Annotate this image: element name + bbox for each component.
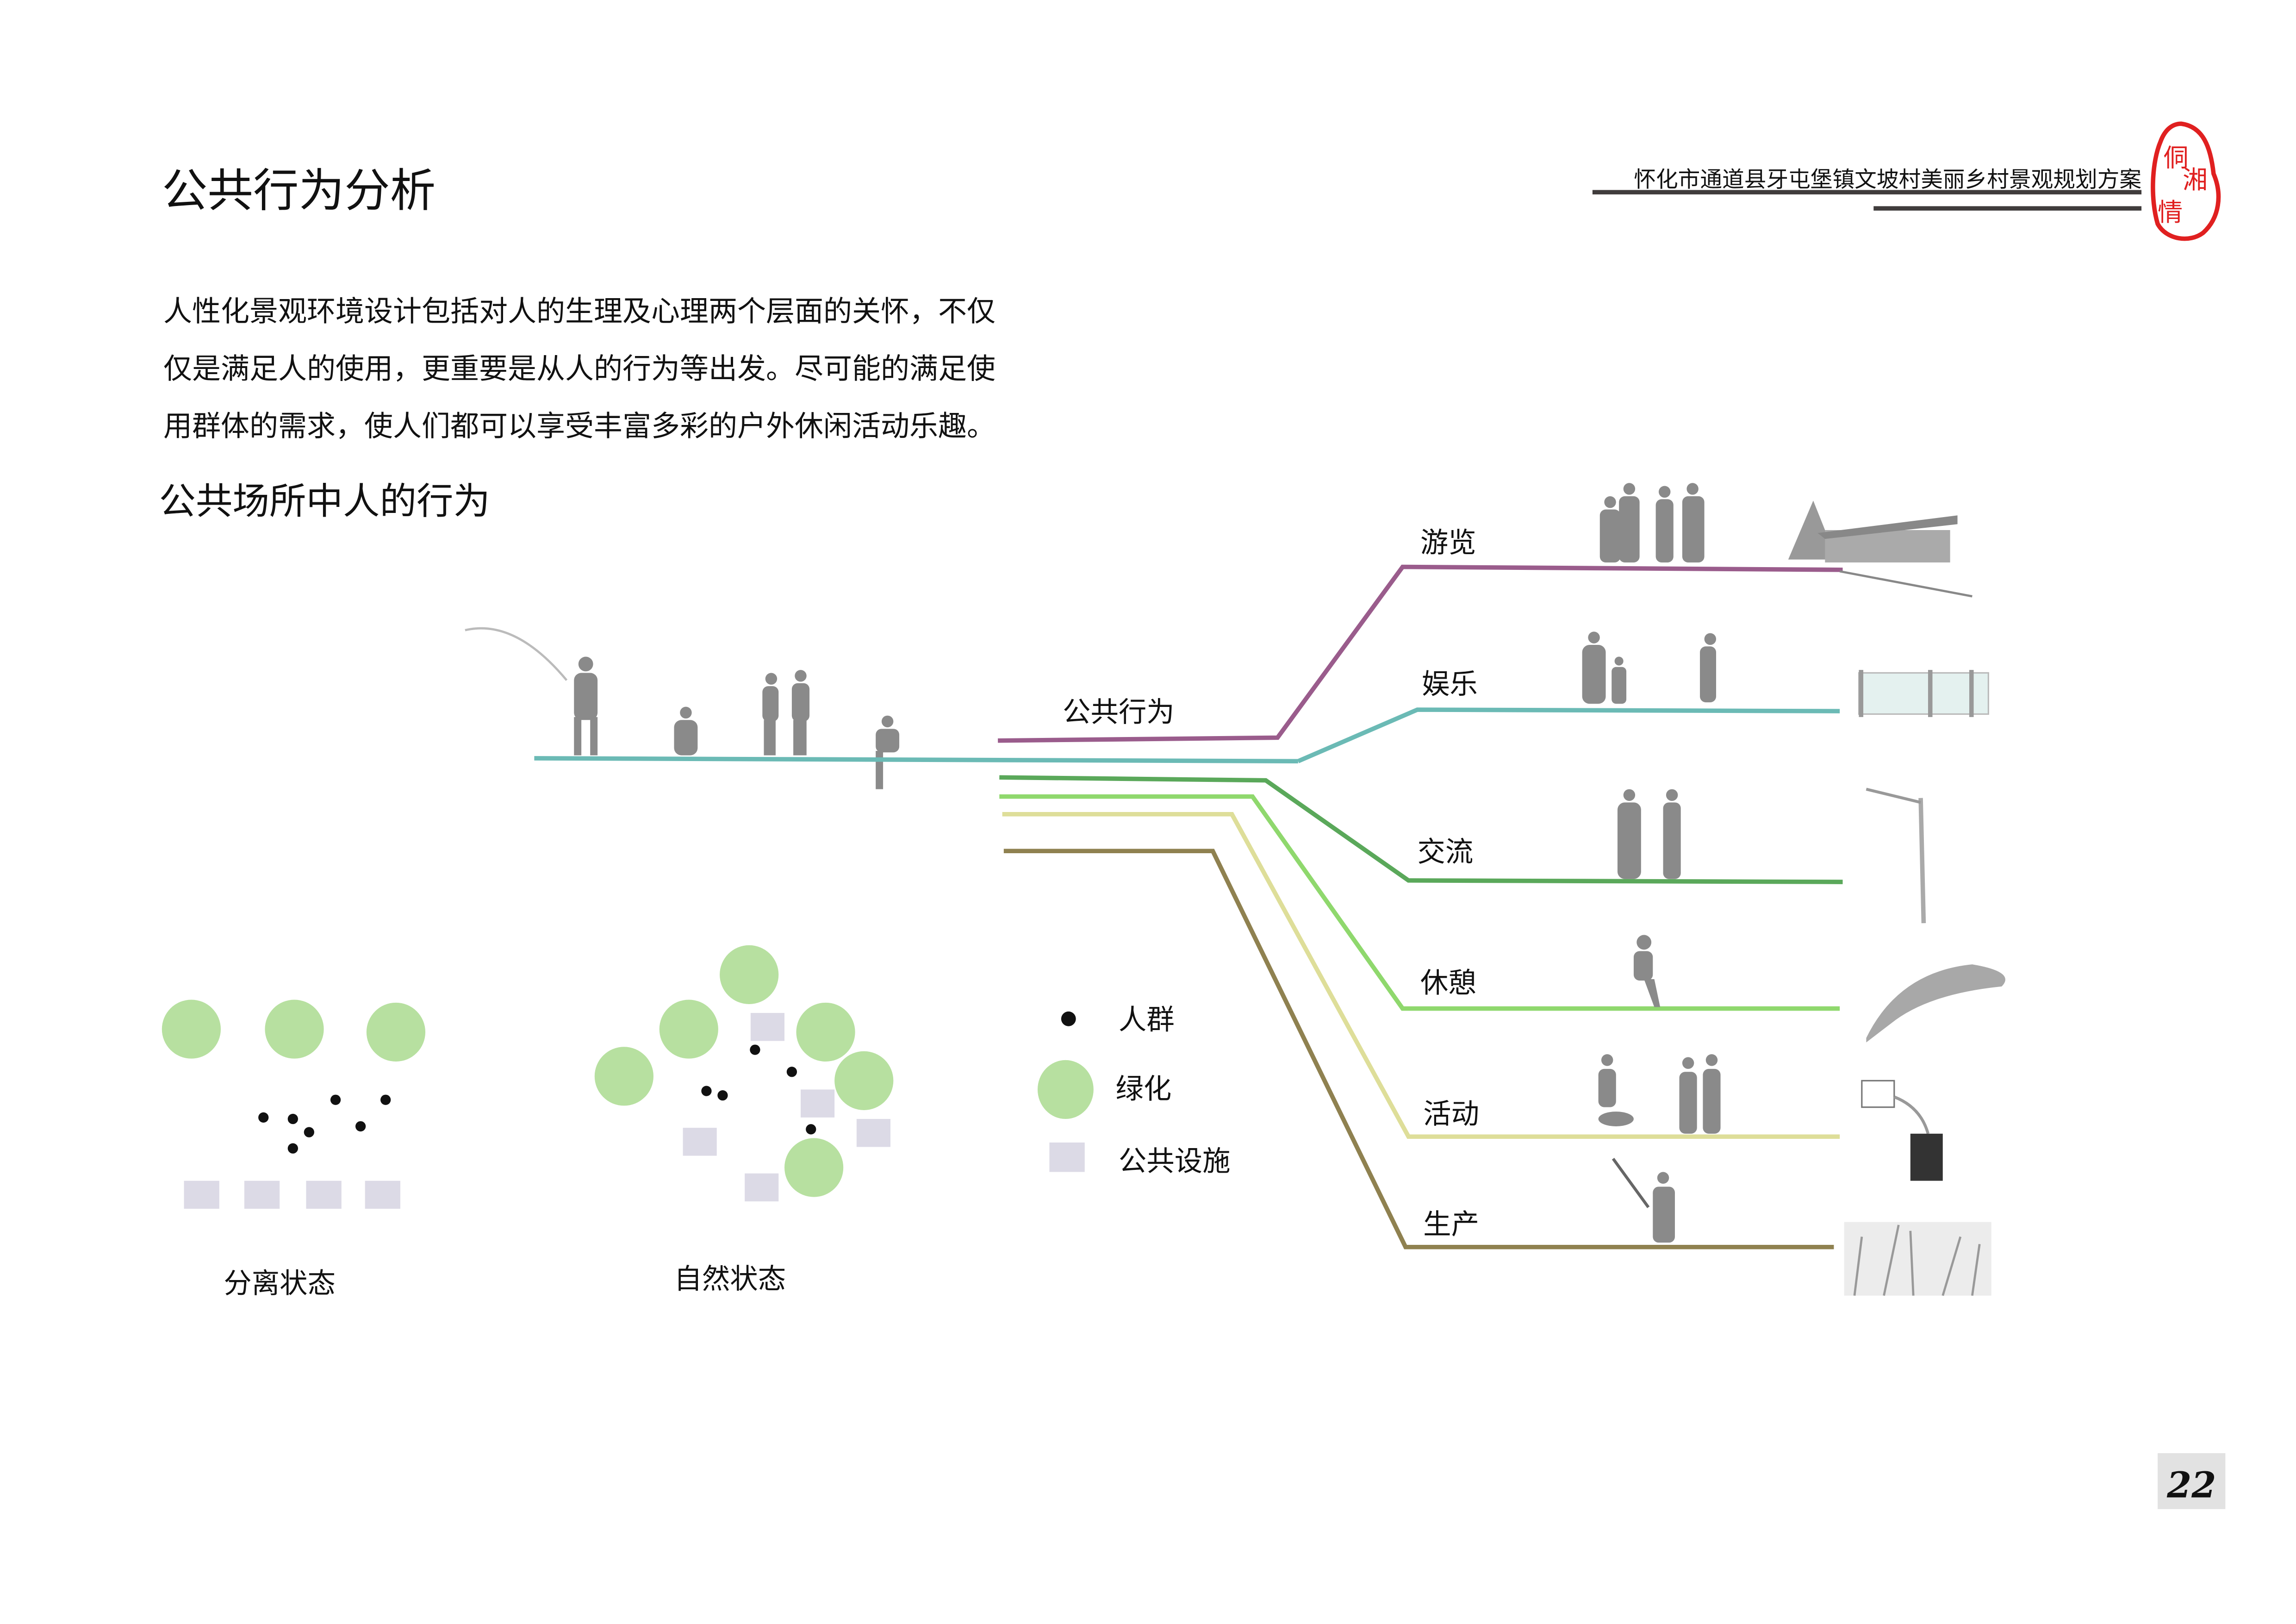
branch-label-production: 生产 [1423,1208,1479,1241]
ground-line-teal-left [534,756,1298,764]
project-title: 怀化市通道县牙屯堡镇文坡村美丽乡村景观规划方案 [1634,167,2141,193]
root-label: 公共行为 [1063,696,1175,728]
pavilion-bridge-image [1788,500,1972,598]
branch-line-rest [999,794,1840,1011]
seal-logo: 侗 湘 情 [2151,121,2221,241]
branch-line-entertainment [1297,707,1840,763]
natural-state-diagram [594,945,894,1202]
intro-line-2: 仅是满足人的使用，更重要是从人的行为等出发。尽可能的满足使 [163,351,996,385]
intro-line-3: 用群体的需求，使人们都可以享受丰富多彩的户外休闲活动乐趣。 [163,409,996,443]
legend-crowd-label: 人群 [1119,1004,1175,1036]
branch-label-entertainment: 娱乐 [1422,668,1478,700]
svg-text:湘: 湘 [2183,165,2208,194]
intro-line-1: 人性化景观环境设计包括对人的生理及心理两个层面的关怀，不仅 [163,294,996,328]
svg-text:情: 情 [2158,198,2183,227]
branch-label-activity: 活动 [1423,1098,1479,1131]
branch-line-activity [1002,812,1840,1139]
legend-greenery-label: 绿化 [1116,1073,1172,1106]
legend-crowd-marker [1061,1011,1076,1026]
branch-label-sightseeing: 游览 [1420,527,1476,559]
people-silhouettes-left [465,627,900,789]
legend-facility-label: 公共设施 [1119,1145,1231,1177]
street-lamp-image [1866,787,1926,924]
branch-label-rest: 休憩 [1420,967,1476,999]
glass-railing-image [1858,670,1989,717]
branch-line-communication [999,775,1843,884]
page-number-box [2158,1453,2226,1509]
header-rule-short [1873,206,2142,211]
bench-image [1866,964,2005,1043]
basketball-hoop-image [1861,1080,1943,1181]
separated-state-diagram [162,999,426,1209]
branch-line-production [1003,849,1834,1249]
branch-line-sightseeing [998,564,1843,743]
legend-facility-marker [1049,1142,1085,1172]
page-title: 公共行为分析 [162,164,436,217]
natural-state-label: 自然状态 [674,1263,786,1295]
header-rule-long [1592,190,2142,194]
grass-image [1844,1222,1991,1296]
legend-greenery-marker [1037,1060,1094,1119]
separated-state-label: 分离状态 [224,1267,336,1299]
section-title: 公共场所中人的行为 [159,480,490,523]
people-silhouettes-branches [1582,483,1721,1243]
svg-text:侗: 侗 [2164,144,2189,173]
branch-label-communication: 交流 [1417,836,1473,868]
page-number: 22 [2166,1464,2216,1505]
